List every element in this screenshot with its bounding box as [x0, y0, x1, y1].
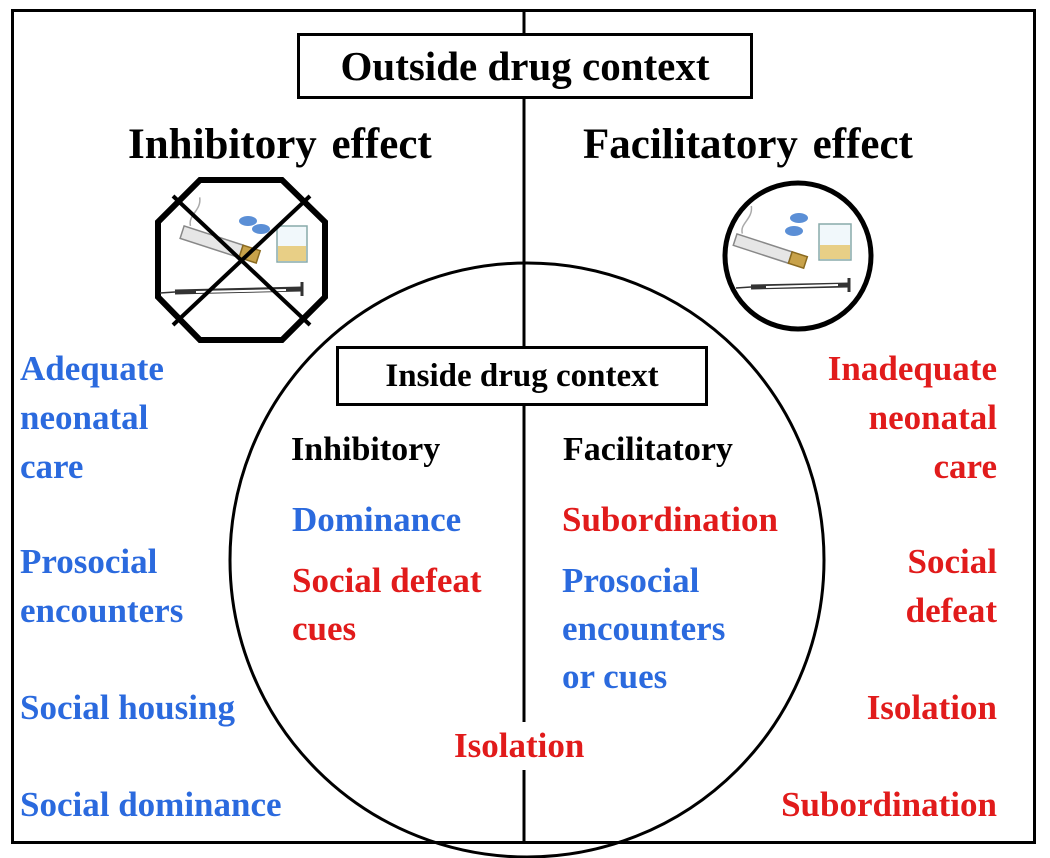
outside-facilitatory-item: Inadequate neonatal care — [827, 349, 997, 486]
outside-inhibitory-heading: Inhibitory effect — [128, 121, 432, 168]
outside-facilitatory-item: Social defeat — [905, 542, 997, 630]
inside-inhibitory-item: Dominance — [292, 500, 462, 539]
inside-facilitatory-item: Subordination — [562, 500, 778, 539]
inside-context-circle — [228, 261, 826, 858]
inside-context-title-box: Inside drug context — [336, 346, 708, 406]
inside-inhibitory-item: Social defeat cues — [292, 561, 482, 648]
inside-context-title: Inside drug context — [385, 358, 659, 394]
outside-context-title: Outside drug context — [340, 43, 710, 89]
outside-context-title-box: Outside drug context — [297, 33, 753, 99]
drugs-circle-icon — [722, 180, 874, 332]
outside-inhibitory-item: Prosocial encounters — [20, 542, 184, 630]
inside-facilitatory-heading: Facilitatory — [563, 431, 733, 468]
inside-facilitatory-item: Prosocial encounters or cues — [562, 561, 726, 696]
outside-inhibitory-item: Social housing — [20, 688, 235, 727]
outside-inhibitory-item: Adequate neonatal care — [20, 349, 164, 486]
outside-facilitatory-item: Isolation — [866, 688, 997, 727]
inside-shared-item: Isolation — [452, 722, 587, 770]
prohibited-drugs-octagon-icon — [155, 177, 328, 343]
outside-facilitatory-item: Subordination — [781, 785, 997, 824]
outside-inhibitory-item: Social dominance — [20, 785, 282, 824]
inside-inhibitory-heading: Inhibitory — [291, 431, 441, 468]
outside-facilitatory-heading: Facilitatory effect — [583, 121, 913, 168]
